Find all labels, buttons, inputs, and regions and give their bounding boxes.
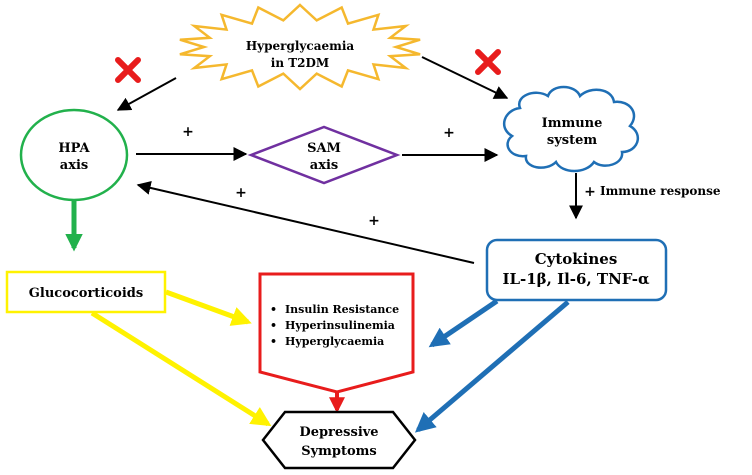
cytokines-to-hpa-sign-2: + [368,213,380,229]
sam-axis-node: SAM axis [247,125,401,185]
sam-axis-label-line1: SAM [307,141,341,156]
immune-system-label-line1: Immune [542,116,603,131]
arrow-cytokines-to-hpa [136,181,475,264]
arrow-hyperglycaemia-to-hpa [116,77,177,111]
metabolic-bullet: • [270,319,277,332]
cross-icon [475,49,501,75]
hyperglycaemia-label-line1: Hyperglycaemia [246,39,355,53]
sam-axis-label-line2: axis [310,158,338,173]
sam-axis-diamond [247,125,401,185]
metabolic-bullet: • [270,335,277,348]
sam-to-immune-sign: + [443,125,455,141]
metabolic-effects-pentagon [258,272,415,394]
arrow-glucocorticoids-to-metabolic [165,289,252,326]
arrow-glucocorticoids-to-depressive [90,310,272,427]
immune-system-label-line2: system [547,133,597,148]
cytokines-node: Cytokines IL-1β, Il-6, TNF-α [485,238,668,302]
depressive-symptoms-label-line1: Depressive [299,425,378,440]
metabolic-bullet: • [270,303,277,316]
metabolic-item-hyperinsulinemia: Hyperinsulinemia [285,319,395,332]
glucocorticoids-label: Glucocorticoids [29,286,143,301]
depressive-symptoms-label-line2: Symptoms [301,444,377,459]
metabolic-item-insulin-resistance: Insulin Resistance [285,303,399,316]
hpa-axis-label-line2: axis [60,158,88,173]
immune-response-label: Immune response [600,184,721,198]
cytokines-box [485,238,668,302]
hpa-to-sam-sign: + [182,124,194,140]
hpa-axis-label-line1: HPA [58,141,90,156]
glucocorticoids-box [5,270,167,314]
metabolic-item-hyperglycaemia: Hyperglycaemia [285,335,384,348]
arrow-hyperglycaemia-to-immune [421,56,509,99]
cytokines-label-line1: Cytokines [535,250,618,268]
glucocorticoids-node: Glucocorticoids [5,270,167,314]
hyperglycaemia-starburst-shape [179,3,421,91]
cross-icon [115,57,141,83]
depressive-symptoms-node: Depressive Symptoms [261,410,417,470]
hyperglycaemia-node: Hyperglycaemia in T2DM [179,3,421,91]
hyperglycaemia-label-line2: in T2DM [271,56,329,70]
immune-system-cloud [502,85,640,173]
hpa-axis-node: HPA axis [19,108,129,202]
arrow-cytokines-to-depressive [414,300,570,433]
depressive-symptoms-hexagon [261,410,417,470]
cytokines-label-line2: IL-1β, Il-6, TNF-α [502,270,650,288]
metabolic-effects-node: • Insulin Resistance • Hyperinsulinemia … [258,272,415,394]
arrow-cytokines-to-metabolic [428,298,499,348]
immune-response-sign: + [584,184,596,200]
immune-system-node: Immune system [502,85,640,173]
cytokines-to-hpa-sign-1: + [235,185,247,201]
